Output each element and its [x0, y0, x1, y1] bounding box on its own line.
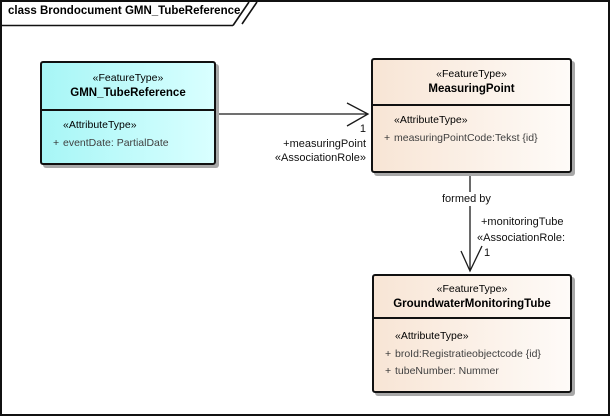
class-box-groundwatermonitoringtube[interactable]: «FeatureType» GroundwaterMonitoringTube …: [372, 274, 572, 393]
association-stereotype-label: «AssociationRole:: [477, 232, 566, 244]
open-arrowhead-icon: [460, 245, 483, 273]
class-stereotype: «FeatureType»: [436, 282, 508, 295]
visibility-marker: +: [384, 132, 391, 144]
attribute-row[interactable]: + broId:Registratieobjectcode {id}: [374, 346, 570, 363]
attribute-text: broId:Registratieobjectcode {id}: [395, 348, 541, 360]
class-header: «FeatureType» MeasuringPoint: [373, 60, 570, 106]
visibility-marker: +: [53, 137, 60, 149]
class-stereotype: «FeatureType»: [92, 72, 164, 84]
role-label: +measuringPoint: [283, 137, 366, 150]
multiplicity-label: 1: [359, 123, 366, 135]
association-measuringPoint-labels: 1 +measuringPoint «AssociationRole»: [275, 122, 366, 166]
attribute-text: measuringPointCode:Tekst {id}: [394, 132, 538, 144]
class-attribute-compartment: «AttributeType» + eventDate: PartialDate: [42, 111, 214, 152]
attribute-stereotype: «AttributeType»: [395, 330, 469, 342]
class-name: GroundwaterMonitoringTube: [393, 297, 551, 310]
class-name: GMN_TubeReference: [70, 87, 186, 99]
attribute-row[interactable]: + measuringPointCode:Tekst {id}: [373, 130, 570, 147]
class-header: «FeatureType» GMN_TubeReference: [42, 63, 214, 111]
association-stereotype-label: «AssociationRole»: [274, 152, 366, 164]
attribute-text: eventDate: PartialDate: [63, 137, 169, 149]
attribute-row[interactable]: + eventDate: PartialDate: [42, 135, 214, 152]
class-stereotype: «FeatureType»: [436, 68, 507, 80]
attribute-text: tubeNumber: Nummer: [395, 365, 499, 377]
attribute-stereotype: «AttributeType»: [63, 119, 137, 131]
class-name: MeasuringPoint: [428, 83, 515, 95]
role-label: +monitoringTube: [481, 216, 564, 228]
multiplicity-label: 1: [484, 247, 491, 259]
class-attribute-compartment: «AttributeType» + broId:Registratieobjec…: [374, 319, 570, 380]
attribute-stereotype: «AttributeType»: [394, 114, 468, 126]
class-box-measuringpoint[interactable]: «FeatureType» MeasuringPoint «AttributeT…: [371, 58, 572, 173]
diagram-title: class Brondocument GMN_TubeReference: [8, 5, 241, 17]
class-attribute-compartment: «AttributeType» + measuringPointCode:Tek…: [373, 106, 570, 147]
attribute-row[interactable]: + tubeNumber: Nummer: [374, 363, 570, 380]
association-monitoringTube-connector: [460, 175, 483, 273]
class-box-gmn-tubereference[interactable]: «FeatureType» GMN_TubeReference «Attribu…: [40, 61, 216, 165]
visibility-marker: +: [385, 348, 392, 360]
visibility-marker: +: [385, 365, 392, 377]
association-name-label: formed by: [440, 192, 493, 206]
class-header: «FeatureType» GroundwaterMonitoringTube: [374, 276, 570, 319]
